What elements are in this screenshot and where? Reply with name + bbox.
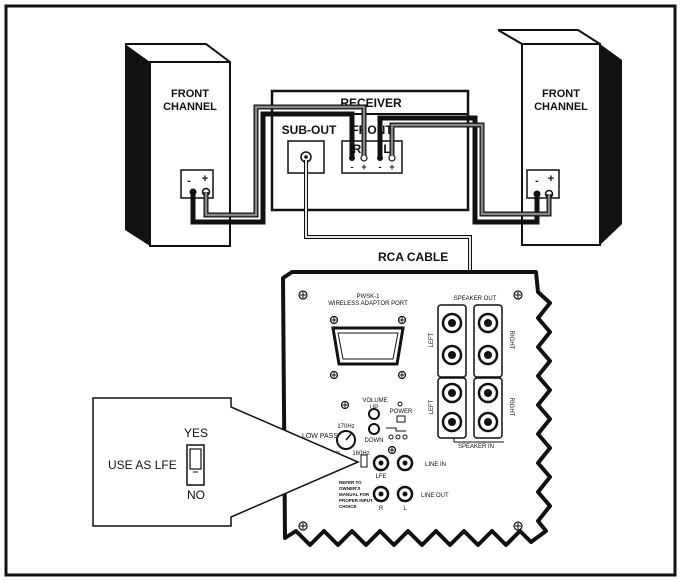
callout-use-as-lfe-label: USE AS LFE [108, 458, 177, 472]
right-speaker-label-line2: CHANNEL [534, 101, 588, 113]
right-speaker-pos-label: + [548, 173, 554, 185]
low-pass-label: LOW PASS [302, 433, 338, 440]
power-led [397, 401, 403, 407]
refer-note-line: MANUAL FOR [339, 492, 370, 497]
panel-screw-icon [387, 445, 397, 455]
line-out-l-jack [396, 485, 414, 503]
lfe-slide-switch [186, 444, 205, 486]
wireless-adaptor-port [331, 326, 405, 366]
refer-note-line: PROPER INPUT [339, 498, 373, 503]
speaker-in-right-label: RIGHT [508, 398, 514, 417]
subwoofer-panel: PWSK-1 WIRELESS ADAPTOR PORT SPEAKER OUT… [281, 270, 552, 547]
panel-screw-icon [340, 400, 350, 410]
panel-screw-icon [513, 521, 523, 531]
receiver-neg-label-l: - [379, 162, 382, 172]
left-speaker-label-line2: CHANNEL [163, 101, 217, 113]
panel-screw-icon [329, 315, 339, 325]
front-label: FRONT [351, 123, 393, 137]
panel-screw-icon [397, 370, 407, 380]
speaker-in-label: SPEAKER IN [458, 444, 494, 450]
volume-up-button[interactable] [368, 408, 380, 420]
wireless-port-title: PWSK-1 [356, 294, 380, 300]
lfe-jack-label: LFE [375, 474, 386, 480]
left-speaker-neg-label: - [187, 175, 191, 187]
line-in-label: LINE IN [425, 462, 446, 468]
power-label: POWER [390, 409, 413, 415]
low-pass-knob[interactable] [336, 430, 356, 450]
speaker-out-left-label: LEFT [429, 332, 435, 347]
panel-screw-icon [513, 290, 523, 300]
speaker-in-left-label: LEFT [429, 399, 435, 414]
wireless-port-subtitle: WIRELESS ADAPTOR PORT [328, 301, 408, 307]
low-pass-mid-label: 170Hz [337, 424, 354, 430]
front-l-label: L [383, 142, 390, 156]
panel-screw-icon [298, 521, 308, 531]
left-speaker-pos-label: + [202, 173, 208, 185]
receiver-l-neg-terminal [377, 155, 383, 161]
low-pass-high-label: 160Hz [352, 451, 369, 457]
callout-yes-label: YES [184, 426, 208, 440]
panel-screw-icon [298, 290, 308, 300]
volume-down-label: DOWN [365, 438, 384, 444]
lfe-callout: YES NO USE AS LFE [92, 397, 360, 527]
refer-note-line: OWNER'S [339, 486, 360, 491]
volume-label: VOLUME [362, 398, 387, 404]
panel-screw-icon [329, 370, 339, 380]
refer-note-line: REFER TO [339, 480, 362, 485]
receiver-r-neg-terminal [349, 155, 355, 161]
left-speaker-wires [190, 104, 367, 225]
receiver-pos-label-r: + [361, 162, 366, 172]
refer-note-line: CHOICE [339, 504, 357, 509]
binding-post [441, 411, 463, 433]
line-out-r-label: R [379, 506, 384, 512]
sub-out-label: SUB-OUT [282, 123, 337, 137]
right-speaker-wires [377, 115, 552, 225]
rca-cable-label: RCA CABLE [378, 250, 448, 264]
binding-post [477, 312, 499, 334]
binding-post [477, 382, 499, 404]
receiver-pos-label-l: + [389, 162, 394, 172]
speaker-out-right-label: RIGHT [508, 331, 514, 350]
right-speaker-neg-label: - [535, 175, 539, 187]
binding-post [441, 382, 463, 404]
speaker-out-label: SPEAKER OUT [454, 296, 497, 302]
mode-switch-leds [386, 427, 408, 440]
callout-no-label: NO [187, 488, 205, 502]
binding-post [477, 411, 499, 433]
line-out-r-jack [372, 485, 390, 503]
binding-post [477, 344, 499, 366]
receiver-neg-label-r: - [351, 162, 354, 172]
line-in-r-jack [396, 454, 414, 472]
line-out-l-label: L [403, 506, 407, 512]
lfe-rca-jack [372, 454, 390, 472]
right-speaker-label-line1: FRONT [542, 88, 580, 100]
line-out-label: LINE OUT [421, 493, 449, 499]
binding-post [441, 344, 463, 366]
left-speaker-label-line1: FRONT [171, 88, 209, 100]
lfe-switch[interactable] [360, 454, 368, 468]
power-switch[interactable] [396, 415, 406, 423]
volume-down-button[interactable] [368, 423, 380, 435]
front-r-label: R [353, 142, 362, 156]
binding-post [441, 312, 463, 334]
panel-screw-icon [397, 315, 407, 325]
